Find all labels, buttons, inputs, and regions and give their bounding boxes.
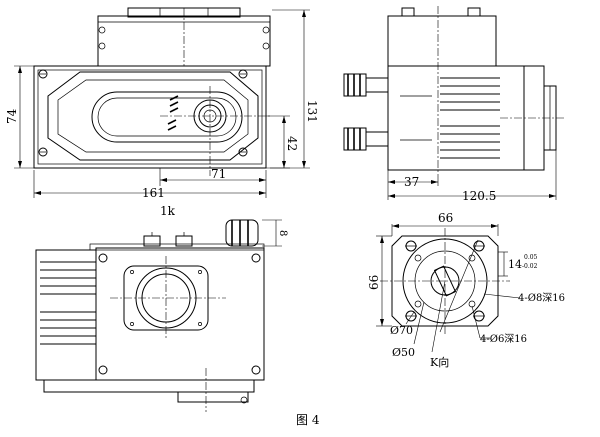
k-square-flange bbox=[391, 235, 499, 327]
cable-gland-lower bbox=[343, 127, 389, 151]
dim-bottom-side: 8 bbox=[277, 230, 288, 236]
side-fins bbox=[400, 77, 500, 159]
position-indicator bbox=[167, 95, 227, 133]
dim-front-total-height: 131 bbox=[305, 100, 319, 123]
side-view bbox=[343, 6, 566, 178]
k-hole-note-a: 4-Ø8深16 bbox=[518, 292, 565, 304]
dim-k-d50: Ø50 bbox=[392, 346, 415, 359]
cable-gland-upper bbox=[343, 73, 389, 97]
side-dimensions: 37 120.5 bbox=[387, 150, 557, 203]
k-dimensions: 66 66 14 0.05 -0.02 4-Ø8深16 4-Ø6深16 Ø70 … bbox=[367, 211, 565, 369]
dim-k-width: 66 bbox=[438, 211, 453, 225]
k-keyway bbox=[433, 265, 457, 297]
k-view bbox=[380, 228, 510, 353]
front-slot bbox=[91, 91, 243, 143]
side-top-housing bbox=[387, 15, 497, 67]
bottom-gland bbox=[225, 219, 259, 247]
k-view-label: K向 bbox=[430, 355, 449, 369]
dim-k-slot-tol-upper: 0.05 bbox=[524, 254, 538, 261]
dim-side-width: 120.5 bbox=[462, 189, 496, 203]
front-view-label: 1k bbox=[160, 204, 176, 218]
bottom-fins bbox=[40, 261, 96, 345]
figure-caption: 图 4 bbox=[296, 413, 320, 427]
dim-k-slot-tol-lower: -0.02 bbox=[522, 263, 538, 270]
dim-front-body-height: 74 bbox=[5, 108, 19, 124]
dim-k-slot: 14 bbox=[508, 258, 522, 271]
front-body-plate bbox=[33, 65, 267, 169]
dim-front-offset-x: 71 bbox=[211, 167, 226, 181]
front-dimensions: 161 71 74 131 42 1k bbox=[5, 9, 319, 218]
dim-side-offset: 37 bbox=[404, 175, 419, 189]
front-cover bbox=[47, 71, 259, 161]
dim-k-d70: Ø70 bbox=[390, 324, 413, 337]
dim-front-width: 161 bbox=[142, 186, 165, 200]
bottom-view: 8 bbox=[35, 219, 288, 412]
dim-front-offset-y: 42 bbox=[285, 136, 299, 151]
bottom-main-plate bbox=[95, 247, 265, 381]
front-corner-screws bbox=[38, 69, 248, 157]
k-hole-note-b: 4-Ø6深16 bbox=[480, 333, 527, 345]
front-view bbox=[33, 7, 271, 176]
dim-k-height: 66 bbox=[367, 275, 381, 290]
